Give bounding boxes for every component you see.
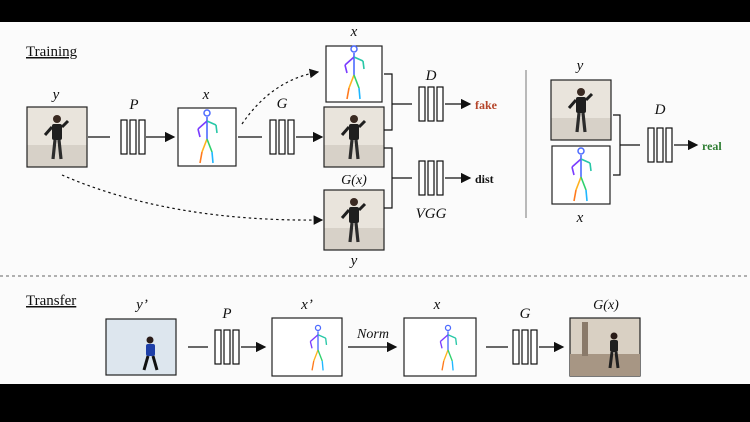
network-vgg	[418, 160, 444, 196]
photo-gx	[322, 105, 386, 169]
label-y-right: y	[575, 58, 584, 74]
label-x-pose: x	[202, 87, 210, 103]
network-d	[418, 86, 444, 122]
label-x-right: x	[576, 210, 584, 226]
label-p-transfer: P	[221, 306, 231, 322]
label-gx: G(x)	[341, 173, 367, 188]
label-d: D	[425, 68, 437, 84]
network-d-right	[647, 127, 673, 163]
label-vgg: VGG	[416, 206, 447, 222]
network-g-transfer	[512, 329, 538, 365]
section-title-training: Training	[26, 44, 78, 60]
pose-x-top	[325, 45, 383, 103]
label-x-top: x	[350, 24, 358, 40]
label-x-transfer: x	[433, 297, 441, 313]
label-norm: Norm	[356, 327, 389, 342]
label-gx-transfer: G(x)	[593, 298, 619, 313]
photo-gx-transfer	[569, 317, 641, 377]
dashed-arrow-y-to-bottom	[61, 174, 324, 225]
photo-yprime	[105, 318, 177, 376]
label-g: G	[277, 96, 288, 112]
label-yprime: y’	[134, 297, 148, 313]
label-xprime: x’	[300, 297, 313, 313]
section-title-transfer: Transfer	[26, 293, 76, 309]
network-p-transfer	[214, 329, 240, 365]
label-y-input: y	[51, 87, 60, 103]
pose-x-right	[551, 145, 611, 205]
bottom-bar	[0, 384, 750, 422]
label-d-right: D	[654, 102, 666, 118]
label-fake: fake	[475, 98, 498, 112]
label-y-bottom: y	[349, 253, 358, 269]
network-p	[120, 119, 146, 155]
pose-x-transfer	[403, 317, 477, 377]
photo-y-right	[549, 78, 613, 142]
label-dist: dist	[475, 172, 494, 186]
pose-x	[177, 107, 237, 167]
photo-y-bottom	[322, 188, 386, 252]
bracket-d-fake	[384, 73, 393, 131]
label-g-transfer: G	[520, 306, 531, 322]
label-p: P	[128, 97, 138, 113]
label-real: real	[702, 139, 722, 153]
photo-y-input	[25, 105, 89, 169]
pose-xprime	[271, 317, 343, 377]
top-bar	[0, 0, 750, 22]
network-g	[269, 119, 295, 155]
